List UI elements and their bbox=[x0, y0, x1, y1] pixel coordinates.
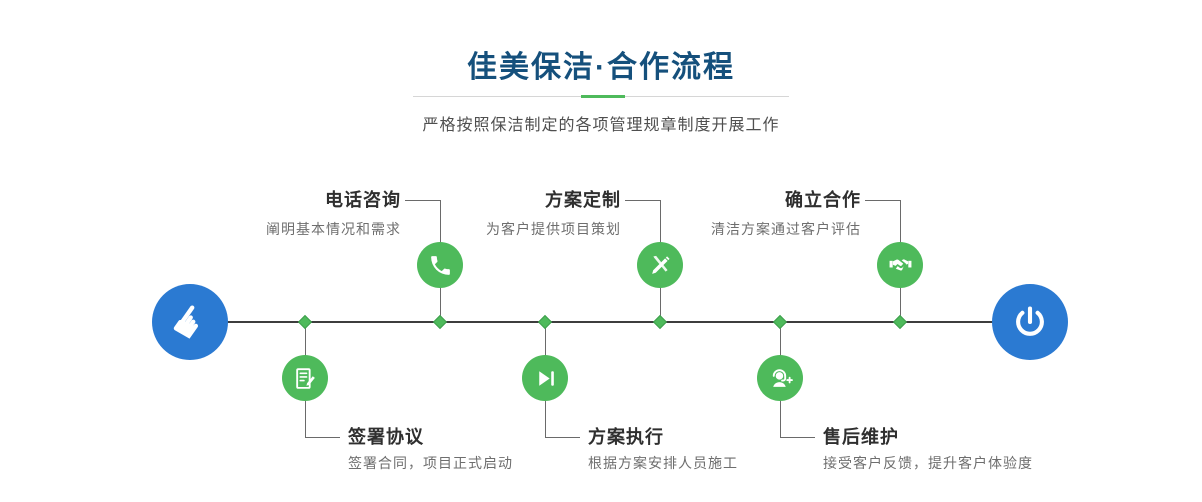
page-subtitle: 严格按照保洁制定的各项管理规章制度开展工作 bbox=[422, 117, 780, 134]
design-tools-icon bbox=[651, 255, 670, 274]
step-title: 电话咨询 bbox=[325, 190, 401, 210]
connector-line bbox=[625, 200, 660, 201]
step-title: 方案执行 bbox=[588, 427, 664, 447]
step-node-execute bbox=[522, 355, 568, 401]
timeline-diamond bbox=[537, 314, 553, 330]
connector-line bbox=[545, 437, 580, 438]
connector-line bbox=[865, 200, 900, 201]
divider-accent bbox=[581, 95, 625, 98]
step-node-cooperate bbox=[877, 242, 923, 288]
end-node bbox=[992, 284, 1068, 360]
step-desc: 接受客户反馈，提升客户体验度 bbox=[823, 455, 1033, 471]
timeline-diamond bbox=[297, 314, 313, 330]
title-divider bbox=[413, 95, 789, 98]
connector-line bbox=[305, 437, 340, 438]
step-phone-consult: 电话咨询 阐明基本情况和需求 bbox=[151, 186, 401, 239]
step-after-sales: 售后维护 接受客户反馈，提升客户体验度 bbox=[823, 426, 1143, 473]
step-desc: 清洁方案通过客户评估 bbox=[711, 221, 861, 237]
step-node-design bbox=[637, 242, 683, 288]
connector-line bbox=[780, 437, 815, 438]
step-desc: 根据方案安排人员施工 bbox=[588, 455, 738, 471]
timeline-diamond bbox=[652, 314, 668, 330]
phone-icon bbox=[430, 255, 450, 275]
step-node-service bbox=[757, 355, 803, 401]
step-title: 签署协议 bbox=[348, 427, 424, 447]
step-plan-custom: 方案定制 为客户提供项目策划 bbox=[371, 186, 621, 239]
step-title: 确立合作 bbox=[785, 190, 861, 210]
contract-icon bbox=[295, 367, 315, 389]
hand-pointer-icon: ☛ bbox=[158, 292, 221, 352]
step-desc: 阐明基本情况和需求 bbox=[266, 221, 401, 237]
step-node-phone bbox=[417, 242, 463, 288]
handshake-icon bbox=[889, 258, 911, 270]
step-node-contract bbox=[282, 355, 328, 401]
start-node: ☛ bbox=[152, 284, 228, 360]
customer-service-icon bbox=[772, 368, 793, 387]
execute-icon bbox=[538, 370, 554, 386]
timeline-diamond bbox=[772, 314, 788, 330]
connector-line bbox=[405, 200, 440, 201]
step-title: 方案定制 bbox=[545, 190, 621, 210]
step-title: 售后维护 bbox=[823, 427, 899, 447]
timeline-axis bbox=[190, 321, 1030, 323]
timeline-diamond bbox=[892, 314, 908, 330]
step-sign-agreement: 签署协议 签署合同，项目正式启动 bbox=[348, 426, 668, 473]
step-desc: 为客户提供项目策划 bbox=[486, 221, 621, 237]
step-establish-coop: 确立合作 清洁方案通过客户评估 bbox=[611, 186, 861, 239]
step-desc: 签署合同，项目正式启动 bbox=[348, 455, 513, 471]
step-plan-execute: 方案执行 根据方案安排人员施工 bbox=[588, 426, 908, 473]
page-title: 佳美保洁·合作流程 bbox=[467, 51, 735, 84]
power-icon bbox=[1016, 306, 1044, 336]
timeline-diamond bbox=[432, 314, 448, 330]
